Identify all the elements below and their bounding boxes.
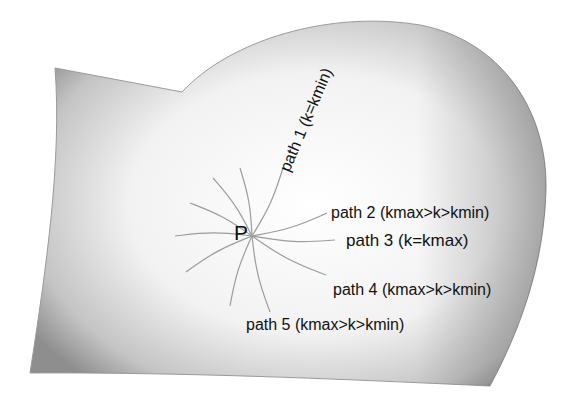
curved-surface — [30, 21, 546, 386]
normal-section-curve — [230, 236, 252, 306]
path-lines — [175, 168, 335, 312]
path-label: path 2 (kmax>k>kmin) — [331, 205, 489, 221]
path-label: path 3 (k=kmax) — [346, 232, 468, 249]
normal-section-curve — [252, 213, 327, 236]
normal-section-curve — [252, 236, 270, 312]
point-label: P — [234, 222, 248, 243]
surface-shading — [30, 21, 546, 386]
normal-section-curve — [252, 236, 326, 275]
normal-section-curve — [252, 236, 335, 242]
path-label: path 4 (kmax>k>kmin) — [333, 282, 491, 298]
normal-section-curve — [252, 168, 283, 236]
path-label: path 5 (kmax>k>kmin) — [246, 317, 404, 333]
